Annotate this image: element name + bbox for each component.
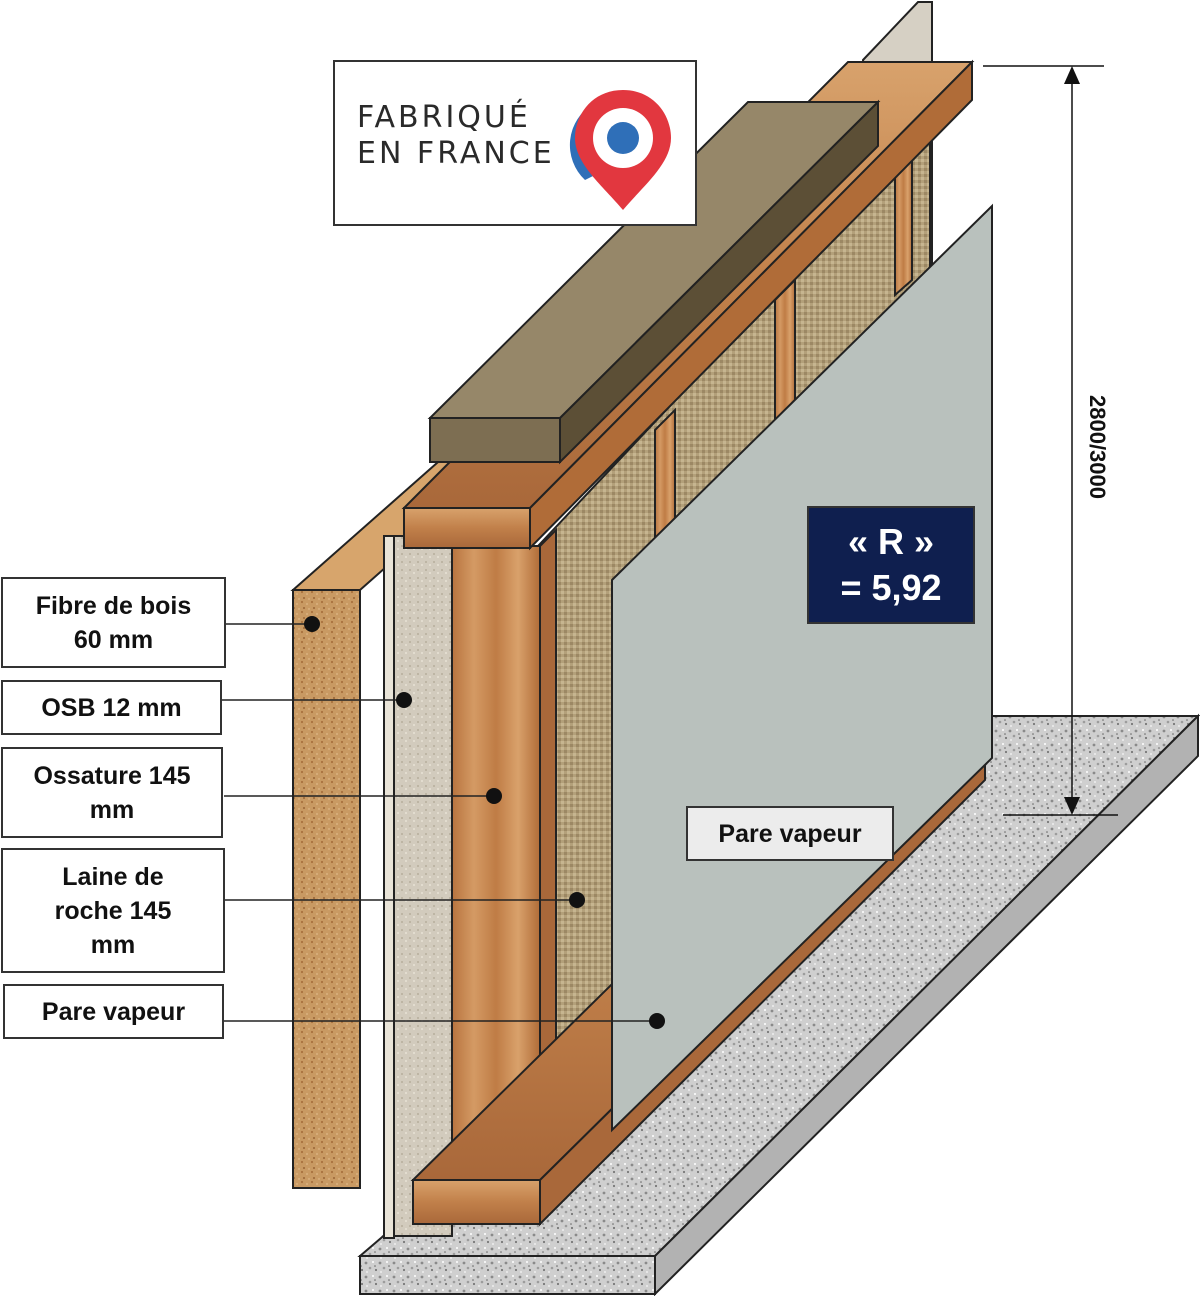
stud-back-3 [894,157,913,298]
logo-line-2: EN FRANCE [357,136,555,171]
stud-front [451,545,541,1155]
label-pare-vapeur-line-1: Pare vapeur [41,997,186,1026]
label-osb: OSB 12 mm [1,680,222,735]
top-beam-front [429,417,561,463]
wood-fibre-board [292,589,361,1189]
concrete-slab-front [359,1255,656,1295]
top-plate-front [403,507,531,549]
dimension-arrow-top [1064,66,1080,84]
label-laine-de-roche-line-1: Laine de [62,862,164,891]
label-ossature-line-1: Ossature 145 [33,761,191,790]
marker-pare-vapeur [649,1013,665,1029]
label-fibre-de-bois-line-1: Fibre de bois [35,591,192,620]
marker-osb [396,692,412,708]
height-dimension-label: 2800/3000 [1085,395,1110,499]
label-ossature-line-2: mm [89,795,135,824]
osb-panel [393,535,453,1237]
marker-fibre-de-bois [304,616,320,632]
label-laine-de-roche: Laine de roche 145 mm [1,848,225,973]
made-in-france-logo: FABRIQUÉ EN FRANCE [333,60,697,226]
r-value-badge: « R » = 5,92 [807,506,975,624]
stud-back-2 [774,277,796,423]
label-laine-de-roche-line-3: mm [90,930,136,959]
marker-ossature [486,788,502,804]
label-fibre-de-bois-line-2: 60 mm [73,625,154,654]
bottom-plate-front [412,1179,541,1225]
r-value-title: « R » [847,521,935,562]
marker-laine-de-roche [569,892,585,908]
osb-panel-edge [383,535,395,1239]
dimension-arrow-bottom [1064,797,1080,815]
label-laine-de-roche-line-2: roche 145 [54,896,172,925]
logo-text: FABRIQUÉ EN FRANCE [357,100,555,172]
label-pare-vapeur-right-line-1: Pare vapeur [718,819,862,848]
label-pare-vapeur-right: Pare vapeur [686,806,894,861]
label-osb-line-1: OSB 12 mm [41,693,182,722]
vapour-barrier-panel [611,203,993,1133]
label-ossature: Ossature 145 mm [1,747,223,838]
logo-line-1: FABRIQUÉ [357,100,531,135]
label-fibre-de-bois: Fibre de bois 60 mm [1,577,226,668]
r-value-number: = 5,92 [840,567,942,608]
location-pin-icon [569,90,671,210]
label-pare-vapeur: Pare vapeur [3,984,224,1039]
